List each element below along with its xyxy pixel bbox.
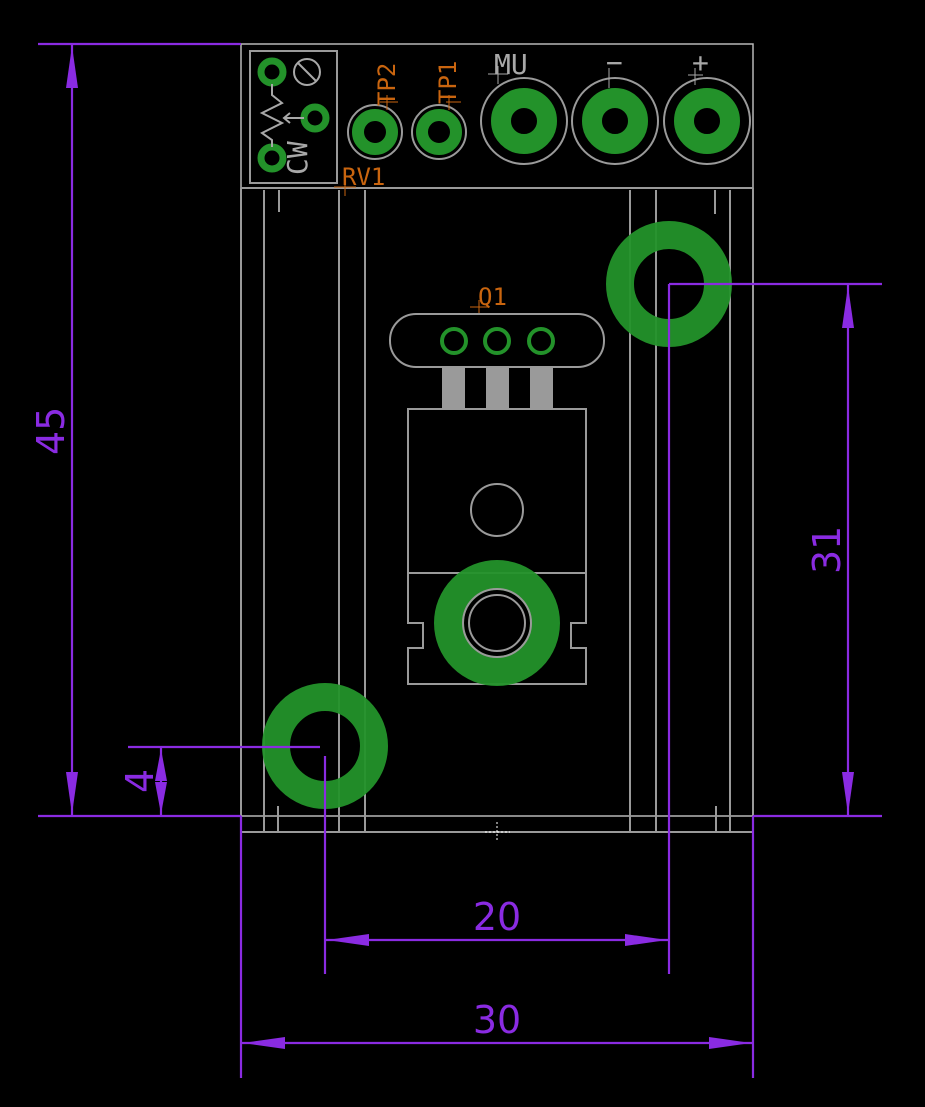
- arrow-left-icon: [327, 934, 369, 946]
- plus-pad[interactable]: [674, 88, 740, 154]
- plus-outline: [663, 77, 751, 165]
- arrow-up-icon: [66, 46, 78, 88]
- dimension-width: 30: [239, 816, 755, 1078]
- connector-plus[interactable]: +: [663, 46, 751, 165]
- mu-outline: [480, 77, 568, 165]
- tp2-testpoint[interactable]: TP2: [347, 63, 403, 160]
- cw-label: CW: [281, 141, 314, 175]
- screw-slot: [297, 62, 317, 82]
- q1-mount-hole-outer: [462, 588, 532, 658]
- mu-pad[interactable]: [491, 88, 557, 154]
- tp2-pad[interactable]: [352, 109, 398, 155]
- q1-leg-2: [486, 367, 509, 409]
- q1-pad-1[interactable]: [440, 327, 468, 355]
- rv1-pad-3[interactable]: [257, 143, 287, 173]
- arrow-right-icon: [709, 1037, 751, 1049]
- arrow-up-icon: [842, 286, 854, 328]
- arrow-up-icon: [155, 749, 167, 781]
- board-outline: [240, 43, 754, 842]
- arrow-left-icon: [243, 1037, 285, 1049]
- dimension-hole-spacing-vertical: 31: [669, 282, 882, 818]
- dimension-hole-spacing-horizontal: 20: [323, 284, 671, 974]
- adjust-screw-icon: [293, 58, 321, 86]
- minus-pad[interactable]: [582, 88, 648, 154]
- dimension-4-label: 4: [118, 769, 162, 793]
- q1-pin-header-outline: [389, 313, 605, 368]
- q1-mark: [470, 483, 524, 537]
- arrow-down-icon: [155, 782, 167, 814]
- arrow-down-icon: [66, 772, 78, 814]
- q1-leg-3: [530, 367, 553, 409]
- tp1-label: TP1: [434, 61, 462, 104]
- plus-label: +: [692, 46, 709, 79]
- mu-label: MU: [494, 48, 528, 81]
- q1-body: [407, 408, 587, 685]
- q1-mount-hole-inner: [468, 594, 526, 652]
- connector-minus[interactable]: −: [571, 46, 659, 165]
- wiper-arrowhead-icon: [282, 112, 291, 124]
- q1-transistor[interactable]: Q1: [389, 283, 605, 686]
- q1-leg-1: [442, 367, 465, 409]
- minus-label: −: [606, 46, 623, 79]
- rv1-pad-1[interactable]: [257, 57, 287, 87]
- tp1-pad[interactable]: [416, 109, 462, 155]
- rv1-label: RV1: [342, 163, 385, 191]
- resistor-symbol: [259, 84, 285, 147]
- q1-pad-3[interactable]: [527, 327, 555, 355]
- connector-mu[interactable]: MU: [480, 48, 568, 165]
- rv1-pad-2[interactable]: [300, 103, 330, 133]
- q1-label: Q1: [478, 283, 507, 311]
- dimension-30-label: 30: [473, 998, 521, 1042]
- dimension-31-label: 31: [805, 526, 849, 574]
- rv1-potentiometer[interactable]: CW RV1: [249, 50, 385, 196]
- origin-marker: [485, 822, 510, 842]
- q1-pad-2[interactable]: [483, 327, 511, 355]
- arrow-right-icon: [625, 934, 667, 946]
- rv1-body: [249, 50, 338, 184]
- arrow-down-icon: [842, 772, 854, 814]
- tp2-outline: [347, 104, 403, 160]
- tp1-testpoint[interactable]: TP1: [411, 61, 467, 160]
- minus-outline: [571, 77, 659, 165]
- dimension-20-label: 20: [473, 895, 521, 939]
- dimension-height-label: 45: [29, 407, 73, 455]
- dimension-height: 45: [29, 42, 241, 818]
- tp1-outline: [411, 104, 467, 160]
- dimension-hole-offset: 4: [118, 745, 320, 816]
- q1-mount-pad[interactable]: [434, 560, 560, 686]
